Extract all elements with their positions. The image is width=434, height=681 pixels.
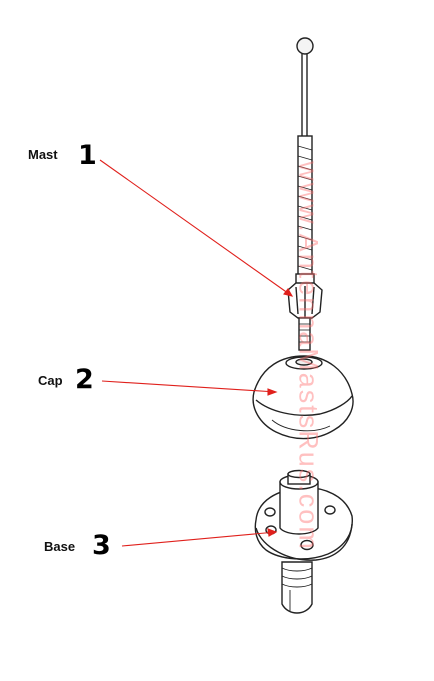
base-part [254,469,353,614]
leader-arrow-1 [283,288,294,297]
mast-part [287,37,323,351]
label-base: Base [44,539,76,554]
leader-arrow-3 [267,528,278,537]
callout-number-1: 1 [78,140,97,171]
label-cap: Cap [38,373,63,388]
callout-number-3: 3 [92,530,111,561]
leader-arrow-2 [267,388,278,396]
leader-line-3 [121,531,277,547]
leader-line-2 [101,380,277,393]
cap-part [252,355,354,440]
callout-number-2: 2 [75,364,94,395]
label-mast: Mast [28,147,58,162]
leader-lines [99,159,294,547]
leader-line-1 [99,159,293,297]
